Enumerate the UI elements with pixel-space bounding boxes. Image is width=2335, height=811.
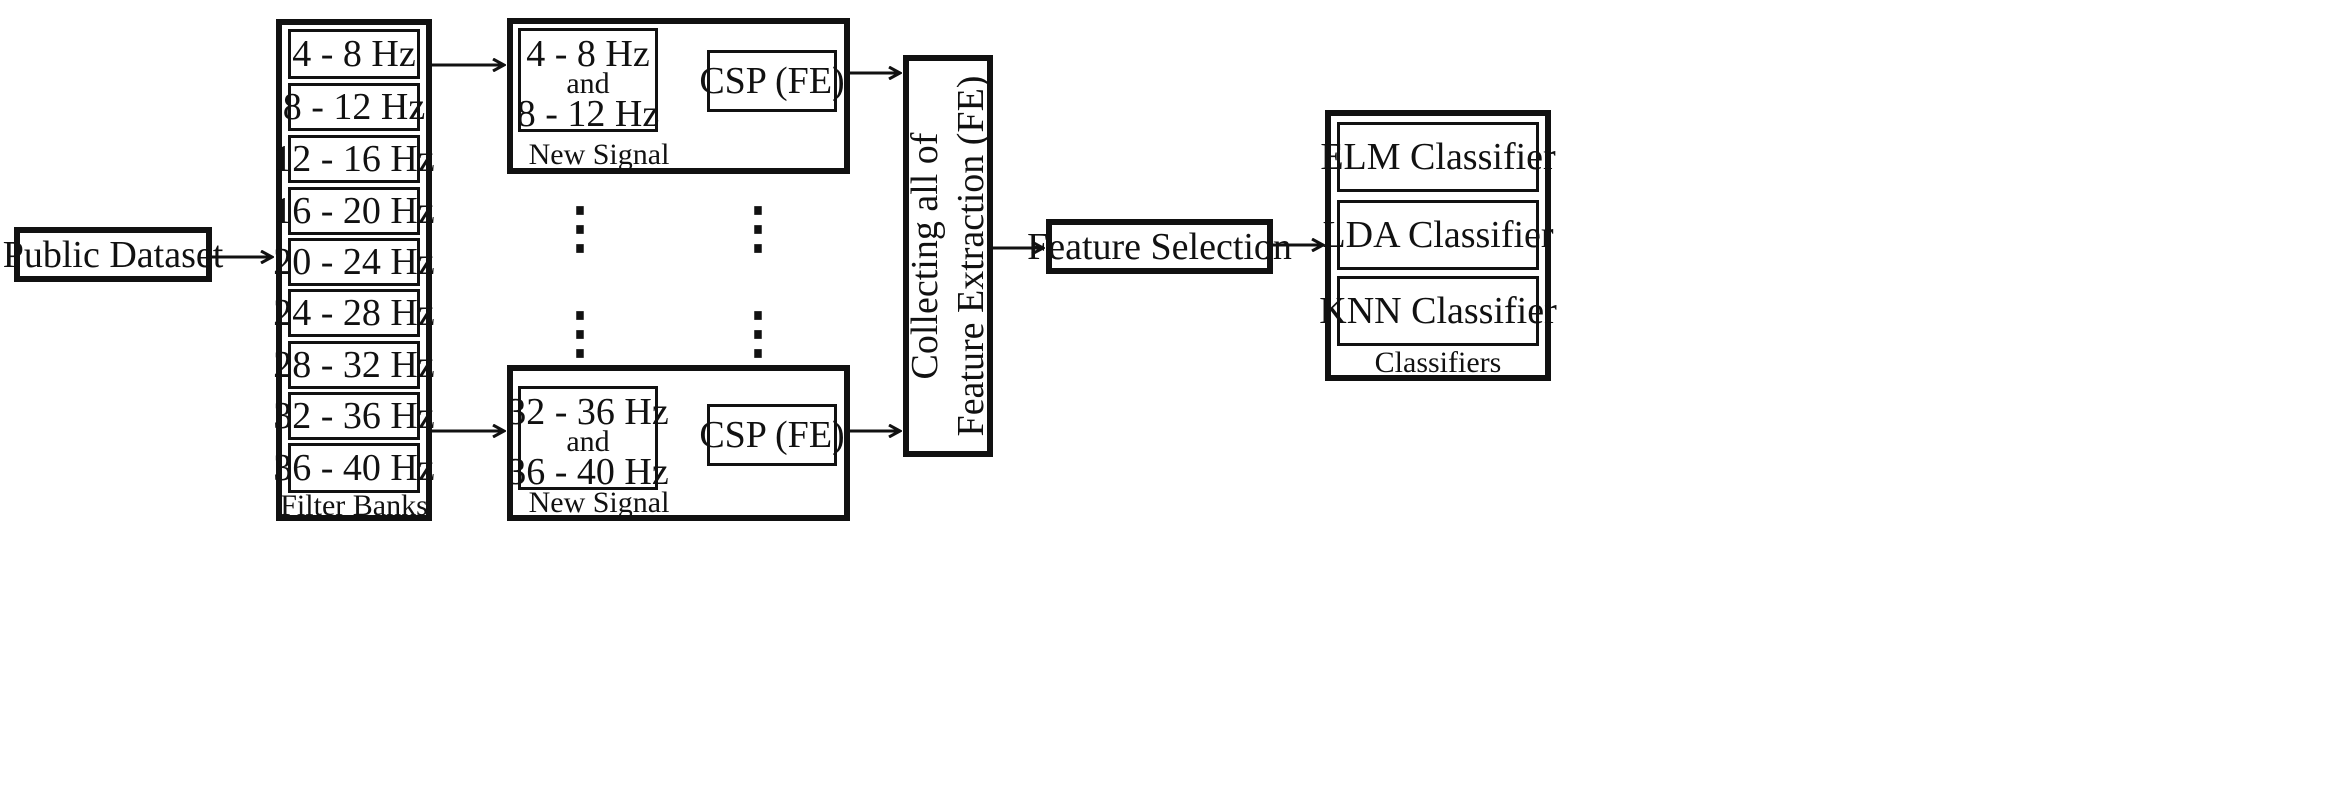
classifier-box: ELM Classifier bbox=[1320, 122, 1556, 192]
band-pair-bottom-a: 32 - 36 Hz bbox=[507, 391, 669, 433]
filter-band-box: 16 - 20 Hz bbox=[273, 187, 435, 235]
band-pair-top-joiner: and bbox=[566, 67, 610, 100]
filter-banks-container: 4 - 8 Hz 8 - 12 Hz 12 - 16 Hz 16 - 20 Hz… bbox=[273, 19, 435, 522]
classifier-label: ELM Classifier bbox=[1320, 136, 1556, 178]
classifier-box: KNN Classifier bbox=[1319, 276, 1557, 346]
filter-band-label: 36 - 40 Hz bbox=[273, 447, 435, 489]
feature-collector-line1: Collecting all of bbox=[904, 132, 946, 380]
filter-band-box: 32 - 36 Hz bbox=[273, 392, 435, 440]
band-pair-top-b: 8 - 12 Hz bbox=[516, 93, 660, 135]
csp-fe-box-bottom: CSP (FE) bbox=[699, 404, 845, 466]
filter-band-box: 24 - 28 Hz bbox=[273, 289, 435, 337]
ellipsis-left-2: ⋮ bbox=[552, 302, 608, 365]
new-signal-block-bottom: 32 - 36 Hz and 36 - 40 Hz CSP (FE) New S… bbox=[507, 365, 850, 521]
classifiers-caption: Classifiers bbox=[1374, 346, 1502, 379]
ellipsis-left-1: ⋮ bbox=[552, 197, 608, 260]
filter-band-label: 8 - 12 Hz bbox=[282, 86, 426, 128]
feature-collector-line2: Feature Extraction (FE) bbox=[950, 75, 992, 437]
filter-band-label: 16 - 20 Hz bbox=[273, 190, 435, 232]
filter-band-label: 32 - 36 Hz bbox=[273, 395, 435, 437]
filter-band-box: 4 - 8 Hz bbox=[288, 29, 420, 79]
classifier-box: LDA Classifier bbox=[1322, 200, 1554, 270]
filter-banks-caption: Filter Banks bbox=[280, 489, 428, 522]
classifier-label: KNN Classifier bbox=[1319, 290, 1557, 332]
filter-band-box: 36 - 40 Hz bbox=[273, 443, 435, 493]
classifier-label: LDA Classifier bbox=[1322, 214, 1554, 256]
filter-band-label: 20 - 24 Hz bbox=[273, 241, 435, 283]
csp-fe-label-bottom: CSP (FE) bbox=[699, 414, 845, 456]
feature-selection-label: Feature Selection bbox=[1027, 225, 1292, 268]
feature-collector-box: Collecting all of Feature Extraction (FE… bbox=[903, 55, 993, 457]
csp-fe-label-top: CSP (FE) bbox=[699, 60, 845, 102]
feature-selection-box: Feature Selection bbox=[1027, 219, 1292, 274]
new-signal-block-top: 4 - 8 Hz and 8 - 12 Hz CSP (FE) New Sign… bbox=[507, 18, 850, 174]
band-pair-box-top: 4 - 8 Hz and 8 - 12 Hz bbox=[516, 28, 660, 135]
feature-collector-label: Collecting all of Feature Extraction (FE… bbox=[904, 61, 992, 451]
csp-fe-box-top: CSP (FE) bbox=[699, 50, 845, 112]
band-pair-top-a: 4 - 8 Hz bbox=[526, 33, 650, 75]
filter-band-label: 28 - 32 Hz bbox=[273, 344, 435, 386]
filter-band-label: 24 - 28 Hz bbox=[273, 292, 435, 334]
new-signal-caption-bottom: New Signal bbox=[528, 486, 670, 519]
filter-band-box: 28 - 32 Hz bbox=[273, 341, 435, 389]
filter-band-box: 12 - 16 Hz bbox=[273, 135, 435, 183]
filter-band-label: 4 - 8 Hz bbox=[292, 33, 416, 75]
ellipsis-right-1: ⋮ bbox=[730, 197, 786, 260]
filter-band-box: 8 - 12 Hz bbox=[282, 83, 426, 131]
classifiers-container: ELM Classifier LDA Classifier KNN Classi… bbox=[1319, 110, 1557, 381]
filter-band-box: 20 - 24 Hz bbox=[273, 238, 435, 286]
public-dataset-box: Public Dataset bbox=[2, 227, 224, 282]
band-pair-bottom-joiner: and bbox=[566, 425, 610, 458]
filter-band-label: 12 - 16 Hz bbox=[273, 138, 435, 180]
band-pair-bottom-b: 36 - 40 Hz bbox=[507, 451, 669, 493]
new-signal-caption-top: New Signal bbox=[528, 138, 670, 171]
band-pair-box-bottom: 32 - 36 Hz and 36 - 40 Hz bbox=[507, 386, 669, 493]
ellipsis-right-2: ⋮ bbox=[730, 302, 786, 365]
public-dataset-label: Public Dataset bbox=[2, 233, 224, 276]
